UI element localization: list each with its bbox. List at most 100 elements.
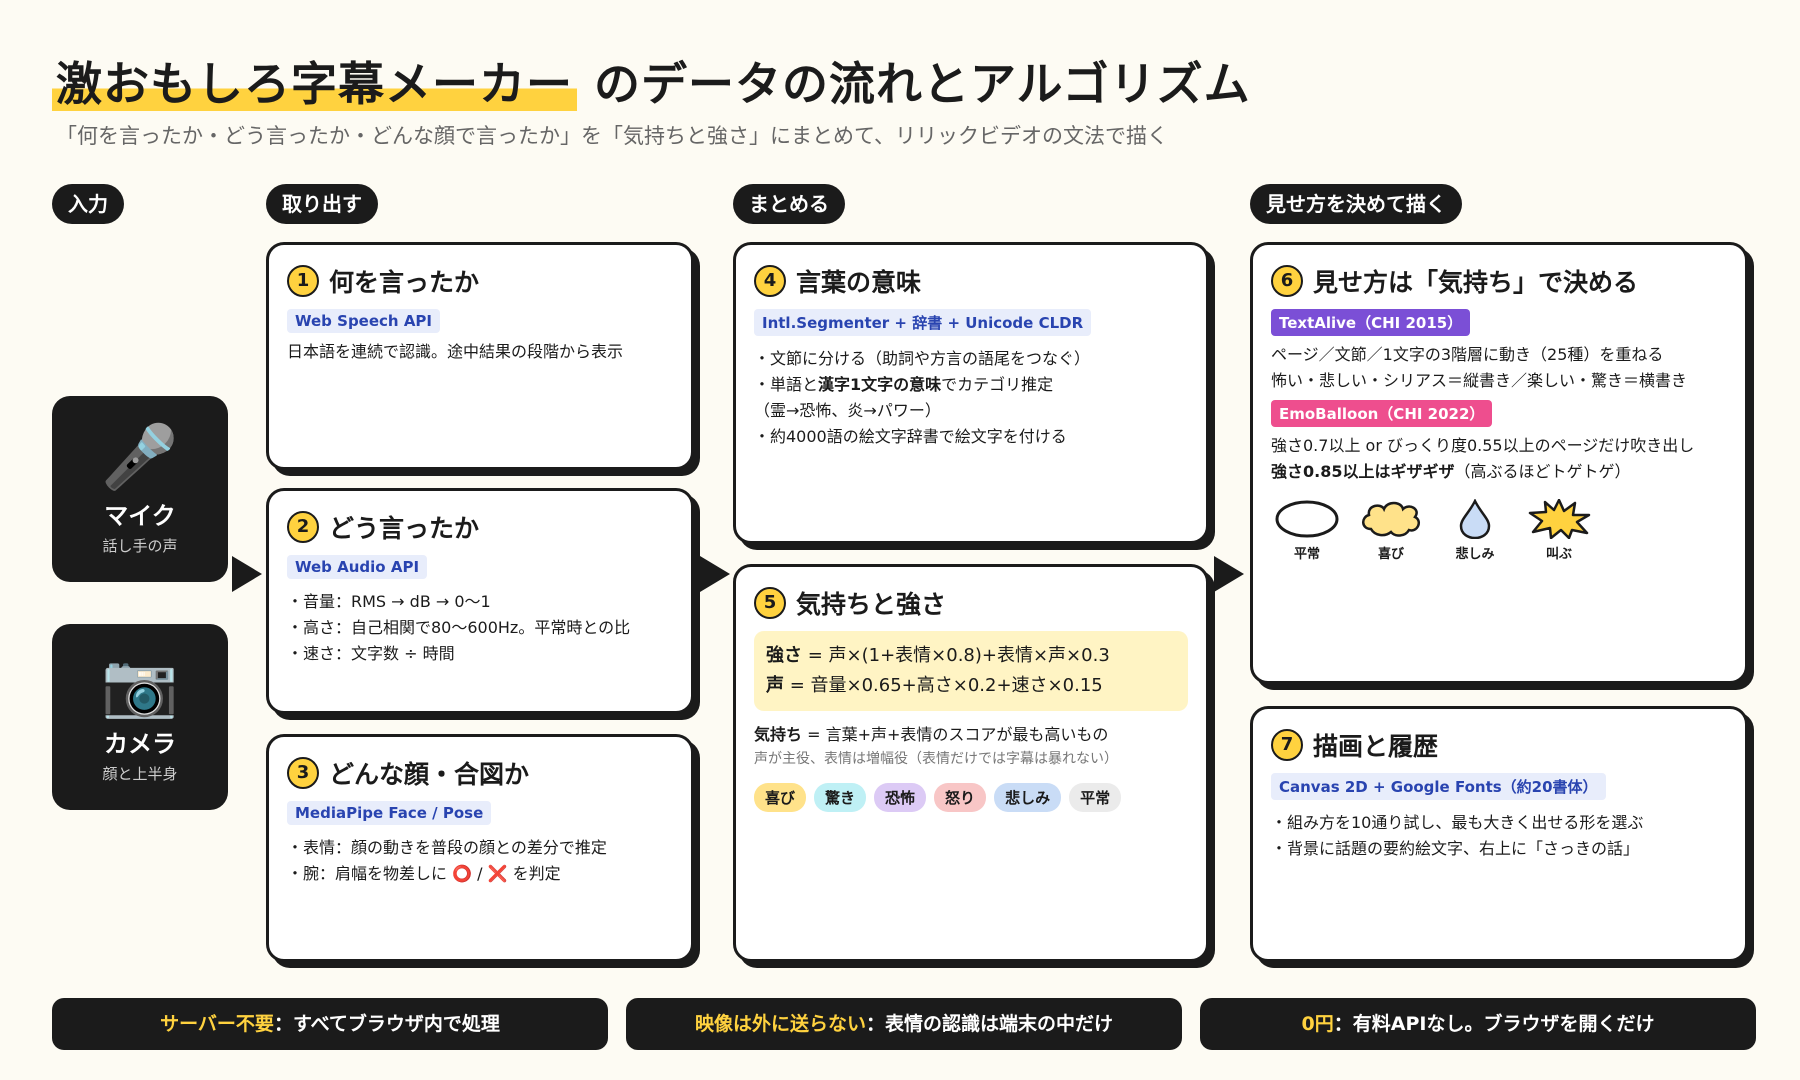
microphone-icon: 🎤 bbox=[101, 420, 179, 493]
reference-tag-emoballoon: EmoBalloon（CHI 2022） bbox=[1271, 400, 1493, 427]
text-line: （霊→恐怖、炎→パワー） bbox=[754, 401, 941, 420]
flow-arrow-1 bbox=[232, 556, 262, 592]
card-title: どんな顔・合図か bbox=[329, 760, 530, 789]
api-tag: Web Speech API bbox=[287, 309, 441, 333]
balloon-label: 叫ぶ bbox=[1545, 547, 1572, 562]
footer-text: ：有料APIなし。ブラウザを開くだけ bbox=[1333, 1013, 1655, 1035]
formula-key: 強さ bbox=[766, 645, 802, 666]
stage-label-extract: 取り出す bbox=[266, 184, 378, 224]
camera-icon: 📷 bbox=[101, 648, 179, 721]
stage-label-render: 見せ方を決めて描く bbox=[1250, 184, 1462, 224]
text-line: 強さ0.85以上はギザギザ（高ぶるほどトゲトゲ） bbox=[1271, 459, 1727, 485]
chip-joy: 喜び bbox=[754, 783, 807, 812]
api-tag: Web Audio API bbox=[287, 555, 428, 579]
note: 声が主役、表情は増幅役（表情だけでは字幕は暴れない） bbox=[754, 751, 1118, 767]
card-title: 何を言ったか bbox=[329, 268, 480, 297]
cross-icon: ❌ bbox=[487, 864, 508, 883]
step-number: 1 bbox=[287, 265, 319, 297]
text-segment: （高ぶるほどトゲトゲ） bbox=[1454, 462, 1631, 481]
api-tag: MediaPipe Face / Pose bbox=[287, 801, 492, 825]
text-bold: 気持ち bbox=[754, 725, 803, 744]
balloon-label: 悲しみ bbox=[1455, 547, 1495, 562]
title-highlight: 激おもしろ字幕メーカー bbox=[52, 57, 577, 111]
card-what-said: 1 何を言ったか Web Speech API 日本語を連続で認識。途中結果の段階… bbox=[266, 242, 694, 470]
oval-balloon-icon bbox=[1275, 500, 1339, 538]
card-text: ページ／文節／1文字の3階層に動き（25種）を重ねる 怖い・悲しい・シリアス＝縦… bbox=[1271, 342, 1727, 394]
text-line: ・文節に分ける（助詞や方言の語尾をつなぐ） bbox=[754, 349, 1091, 368]
footer-highlight: 映像は外に送らない bbox=[694, 1013, 866, 1035]
text-segment: / bbox=[472, 864, 488, 883]
text-line: ・速さ：文字数 ÷ 時間 bbox=[287, 644, 455, 663]
card-title: 見せ方は「気持ち」で決める bbox=[1313, 268, 1639, 297]
card-text: 強さ0.7以上 or びっくり度0.55以上のページだけ吹き出し 強さ0.85以… bbox=[1271, 433, 1727, 485]
step-number: 4 bbox=[754, 265, 786, 297]
text-line: ・高さ：自己相関で80〜600Hz。平常時との比 bbox=[287, 618, 631, 637]
formula-value: = 声×(1+表情×0.8)+表情×声×0.3 bbox=[802, 645, 1110, 666]
text-segment: = 言葉+声+表情のスコアが最も高いもの bbox=[802, 725, 1109, 744]
step-number: 7 bbox=[1271, 729, 1303, 761]
chip-neutral: 平常 bbox=[1069, 783, 1122, 812]
stage-label-input: 入力 bbox=[52, 184, 124, 224]
balloon-label: 平常 bbox=[1293, 547, 1320, 562]
text-segment: ・単語と bbox=[754, 375, 819, 394]
text-bold: 漢字1文字の意味 bbox=[818, 375, 942, 394]
balloon-label: 喜び bbox=[1377, 547, 1404, 562]
card-text: 日本語を連続で認識。途中結果の段階から表示 bbox=[287, 339, 673, 365]
card-title: 言葉の意味 bbox=[796, 268, 922, 297]
source-camera: 📷 カメラ 顔と上半身 bbox=[52, 624, 228, 810]
footer-no-server: サーバー不要：すべてブラウザ内で処理 bbox=[52, 998, 608, 1050]
text-line: 強さ0.7以上 or びっくり度0.55以上のページだけ吹き出し bbox=[1271, 436, 1695, 455]
balloon-joy: 喜び bbox=[1359, 499, 1423, 562]
api-tag: Intl.Segmenter + 辞書 + Unicode CLDR bbox=[754, 309, 1092, 336]
text-line: ・腕：肩幅を物差しに ⭕ / ❌ を判定 bbox=[287, 861, 673, 887]
formula-key: 声 bbox=[766, 675, 784, 696]
balloon-samples: 平常 喜び 悲しみ 叫ぶ bbox=[1271, 499, 1727, 562]
text-line: ・約4000語の絵文字辞書で絵文字を付ける bbox=[754, 427, 1067, 446]
card-text: ・表情：顔の動きを普段の顔との差分で推定 ・腕：肩幅を物差しに ⭕ / ❌ を判… bbox=[287, 835, 673, 887]
droplet-balloon-icon bbox=[1459, 499, 1491, 539]
source-camera-name: カメラ bbox=[104, 730, 176, 758]
footer-free: 0円：有料APIなし。ブラウザを開くだけ bbox=[1200, 998, 1756, 1050]
text-segment: でカテゴリ推定 bbox=[941, 375, 1054, 394]
flow-arrow-3 bbox=[1214, 556, 1244, 592]
formula-strength: 強さ = 声×(1+表情×0.8)+表情×声×0.3 bbox=[766, 641, 1176, 671]
balloon-neutral: 平常 bbox=[1275, 499, 1339, 562]
text-bold: 強さ0.85以上はギザギザ bbox=[1271, 462, 1455, 481]
formula-box: 強さ = 声×(1+表情×0.8)+表情×声×0.3 声 = 音量×0.65+高… bbox=[754, 631, 1188, 711]
source-mic: 🎤 マイク 話し手の声 bbox=[52, 396, 228, 582]
text-line: 気持ち = 言葉+声+表情のスコアが最も高いもの bbox=[754, 723, 1188, 747]
text-segment: ・腕：肩幅を物差しに bbox=[287, 864, 453, 883]
card-title: 描画と履歴 bbox=[1313, 732, 1439, 761]
step-number: 2 bbox=[287, 511, 319, 543]
card-word-meaning: 4 言葉の意味 Intl.Segmenter + 辞書 + Unicode CLD… bbox=[733, 242, 1209, 544]
flow-arrow-2 bbox=[700, 556, 730, 592]
formula-value: = 音量×0.65+高さ×0.2+速さ×0.15 bbox=[784, 675, 1103, 696]
circle-icon: ⭕ bbox=[452, 864, 473, 883]
text-line: 日本語を連続で認識。途中結果の段階から表示 bbox=[287, 342, 624, 361]
text-line: 怖い・悲しい・シリアス＝縦書き／楽しい・驚き＝横書き bbox=[1271, 371, 1688, 390]
emotion-chips: 喜び 驚き 恐怖 怒り 悲しみ 平常 bbox=[754, 783, 1188, 812]
cloud-balloon-icon bbox=[1362, 501, 1420, 537]
card-text: ・音量：RMS → dB → 0〜1 ・高さ：自己相関で80〜600Hz。平常時… bbox=[287, 589, 673, 667]
card-title: どう言ったか bbox=[329, 514, 480, 543]
card-text: ・組み方を10通り試し、最も大きく出せる形を選ぶ ・背景に話題の要約絵文字、右上… bbox=[1271, 810, 1727, 862]
balloon-shout: 叫ぶ bbox=[1527, 499, 1591, 562]
text-segment: を判定 bbox=[507, 864, 561, 883]
text-line: ページ／文節／1文字の3階層に動き（25種）を重ねる bbox=[1271, 345, 1664, 364]
text-line: ・音量：RMS → dB → 0〜1 bbox=[287, 592, 491, 611]
card-how-said: 2 どう言ったか Web Audio API ・音量：RMS → dB → 0〜1… bbox=[266, 488, 694, 714]
footer-text: ：表情の認識は端末の中だけ bbox=[866, 1013, 1114, 1035]
chip-fear: 恐怖 bbox=[874, 783, 927, 812]
spiky-balloon-icon bbox=[1528, 499, 1591, 539]
footer-highlight: サーバー不要 bbox=[160, 1013, 274, 1035]
text-line: ・単語と漢字1文字の意味でカテゴリ推定 bbox=[754, 372, 1188, 398]
source-mic-name: マイク bbox=[104, 502, 176, 530]
source-camera-sub: 顔と上半身 bbox=[102, 765, 178, 783]
footer-privacy: 映像は外に送らない：表情の認識は端末の中だけ bbox=[626, 998, 1182, 1050]
card-title: 気持ちと強さ bbox=[796, 590, 947, 619]
step-number: 6 bbox=[1271, 265, 1303, 297]
